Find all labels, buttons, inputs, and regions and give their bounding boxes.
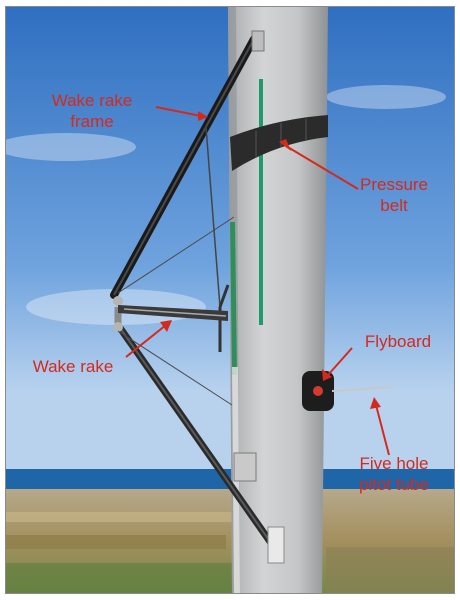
arrow-wake-rake <box>125 324 167 358</box>
label-flyboard: Flyboard <box>350 331 446 352</box>
label-wake-rake-line1: Wake rake <box>32 357 114 376</box>
arrow-pitot-tube <box>375 404 390 456</box>
label-wake-rake: Wake rake <box>18 356 128 377</box>
arrow-pressure-belt <box>285 145 359 190</box>
green-tape <box>259 79 263 325</box>
label-pressure-belt-line2: belt <box>380 196 408 215</box>
wind-turbine-blade-photo <box>5 6 455 594</box>
label-pitot-tube-line1: Five hole <box>359 454 429 473</box>
label-pressure-belt: Pressure belt <box>346 174 442 216</box>
label-wake-rake-frame-line2: frame <box>70 112 114 131</box>
arrow-flyboard <box>327 347 353 376</box>
label-pressure-belt-line1: Pressure <box>359 175 429 194</box>
five-hole-pitot-tube <box>331 386 394 392</box>
mount-box <box>233 452 257 482</box>
label-wake-rake-frame-line1: Wake rake <box>51 91 133 110</box>
label-pitot-tube: Five hole pitot tube <box>334 453 454 495</box>
mount-foot <box>267 526 285 564</box>
label-flyboard-line1: Flyboard <box>364 332 432 351</box>
fields <box>6 512 454 593</box>
label-pitot-tube-line2: pitot tube <box>359 475 429 494</box>
label-wake-rake-frame: Wake rake frame <box>28 90 156 132</box>
pressure-belt <box>230 115 328 171</box>
arrow-wake-rake-frame <box>155 106 202 117</box>
